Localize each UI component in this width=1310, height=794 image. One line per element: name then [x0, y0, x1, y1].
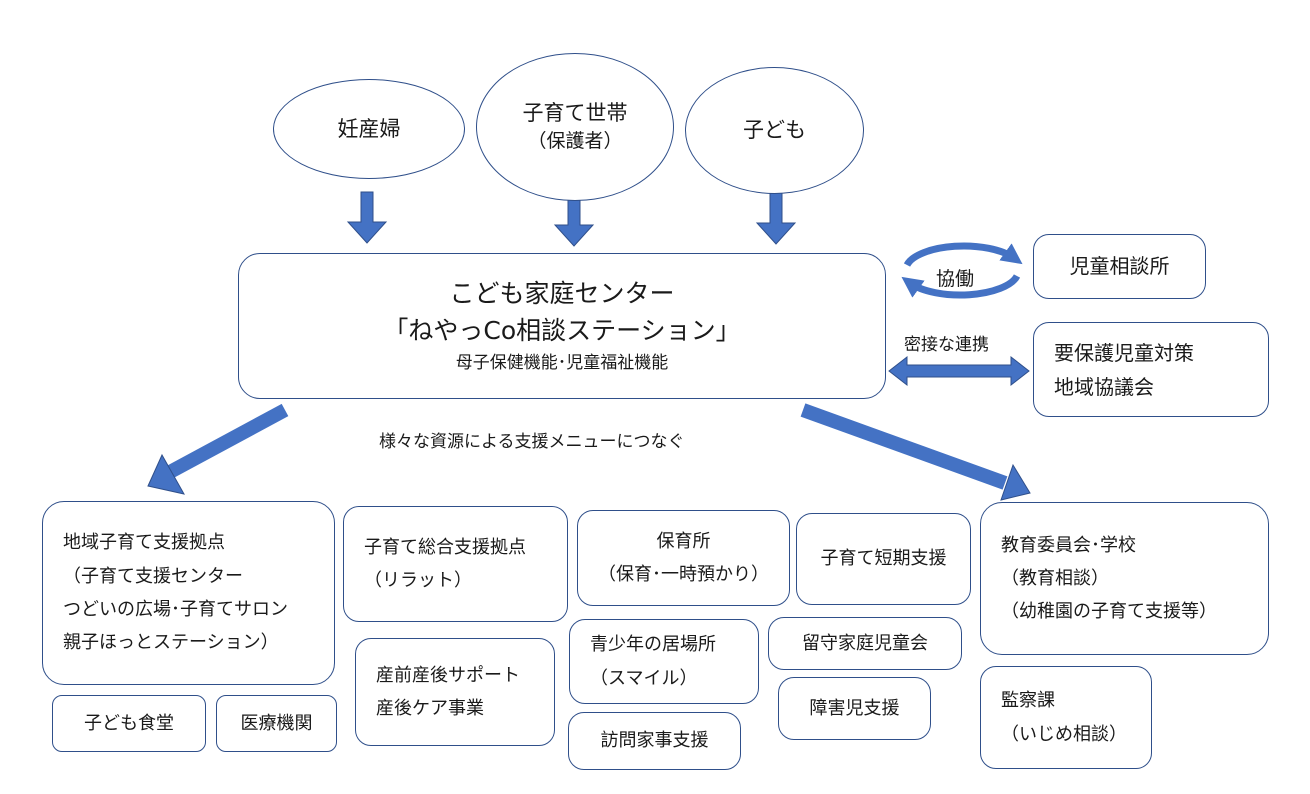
- cycle-arrow-bottom: [901, 274, 1021, 299]
- box-regional-council: 要保護児童対策 地域協議会: [1033, 322, 1269, 417]
- after-school-label: 留守家庭児童会: [802, 632, 928, 654]
- nursery-line2: （保育･一時預かり）: [598, 564, 769, 585]
- box-comprehensive-support-hub: 子育て総合支援拠点 （リラット）: [343, 506, 568, 622]
- box-home-visit-support: 訪問家事支援: [568, 712, 741, 770]
- ellipse-pregnant-women: 妊産婦: [273, 79, 465, 179]
- hub-line4: 親子ほっとステーション）: [63, 632, 279, 654]
- box-short-term-support: 子育て短期支援: [796, 513, 971, 605]
- box-child-guidance-center: 児童相談所: [1033, 234, 1206, 299]
- ellipse-child-rearing-household: 子育て世帯 （保護者）: [476, 53, 674, 201]
- center-title-line1: こども家庭センター: [449, 278, 675, 308]
- down-arrow-pregnant: [346, 191, 388, 244]
- box-youth-place: 青少年の居場所 （スマイル）: [569, 619, 759, 704]
- short-term-label: 子育て短期支援: [820, 548, 947, 570]
- diagonal-arrow-left-head: [147, 453, 185, 495]
- diagonal-arrow-right: [800, 403, 1008, 490]
- down-arrow-household: [553, 194, 595, 247]
- connect-caption: 様々な資源による支援メニューにつなぐ: [379, 432, 685, 452]
- diagonal-arrow-left: [166, 403, 289, 479]
- youth-line1: 青少年の居場所: [590, 634, 716, 656]
- education-line1: 教育委員会･学校: [1001, 534, 1136, 556]
- medical-label: 医療機関: [240, 712, 313, 734]
- ellipse-children: 子ども: [685, 67, 864, 194]
- box-disability-support: 障害児支援: [778, 677, 931, 740]
- council-line2: 地域協議会: [1054, 374, 1154, 399]
- nursery-line1: 保育所: [656, 530, 711, 552]
- box-nursery: 保育所 （保育･一時預かり）: [577, 510, 790, 606]
- box-education-board-school: 教育委員会･学校 （教育相談） （幼稚園の子育て支援等）: [980, 502, 1269, 655]
- center-title-line2: 「ねやっCo相談ステーション」: [383, 316, 741, 346]
- hub-line2: （子育て支援センター: [63, 565, 243, 587]
- perinatal-line1: 産前産後サポート: [376, 664, 520, 686]
- close-link-label: 密接な連携: [904, 335, 989, 355]
- cooperation-label: 協働: [936, 268, 975, 290]
- box-children-cafeteria: 子ども食堂: [52, 695, 206, 752]
- pregnant-women-label: 妊産婦: [337, 116, 401, 141]
- center-box-family-center: こども家庭センター 「ねやっCo相談ステーション」 母子保健機能･児童福祉機能: [238, 253, 886, 399]
- box-perinatal-support: 産前産後サポート 産後ケア事業: [355, 638, 555, 746]
- audit-line1: 監察課: [1001, 690, 1055, 712]
- perinatal-line2: 産後ケア事業: [376, 698, 484, 719]
- center-subtitle: 母子保健機能･児童福祉機能: [455, 352, 669, 373]
- box-community-support-hub: 地域子育て支援拠点 （子育て支援センター つどいの広場･子育てサロン 親子ほっと…: [42, 501, 335, 685]
- child-guidance-label: 児童相談所: [1069, 254, 1170, 278]
- box-audit-division: 監察課 （いじめ相談）: [980, 666, 1152, 769]
- education-line2: （教育相談）: [1001, 567, 1109, 589]
- comprehensive-line2: （リラット）: [364, 570, 472, 591]
- youth-line2: （スマイル）: [590, 667, 698, 689]
- diagonal-arrow-right-head: [1000, 463, 1031, 501]
- hub-line3: つどいの広場･子育てサロン: [63, 599, 288, 620]
- box-after-school-club: 留守家庭児童会: [768, 617, 962, 670]
- education-line3: （幼稚園の子育て支援等）: [1001, 601, 1217, 623]
- cafeteria-label: 子ども食堂: [84, 712, 174, 734]
- comprehensive-line1: 子育て総合支援拠点: [364, 536, 526, 558]
- box-medical-institutions: 医療機関: [216, 695, 337, 752]
- household-label-line1: 子育て世帯: [522, 101, 628, 125]
- children-label: 子ども: [743, 118, 806, 143]
- hub-line1: 地域子育て支援拠点: [63, 532, 225, 554]
- home-visit-label: 訪問家事支援: [600, 730, 709, 752]
- down-arrow-child: [755, 192, 797, 245]
- cycle-arrow-top: [903, 242, 1023, 267]
- council-line1: 要保護児童対策: [1054, 340, 1194, 365]
- double-arrow-close-link: [888, 355, 1030, 387]
- audit-line2: （いじめ相談）: [1001, 723, 1127, 745]
- household-label-line2: （保護者）: [527, 130, 623, 153]
- disability-label: 障害児支援: [809, 697, 900, 719]
